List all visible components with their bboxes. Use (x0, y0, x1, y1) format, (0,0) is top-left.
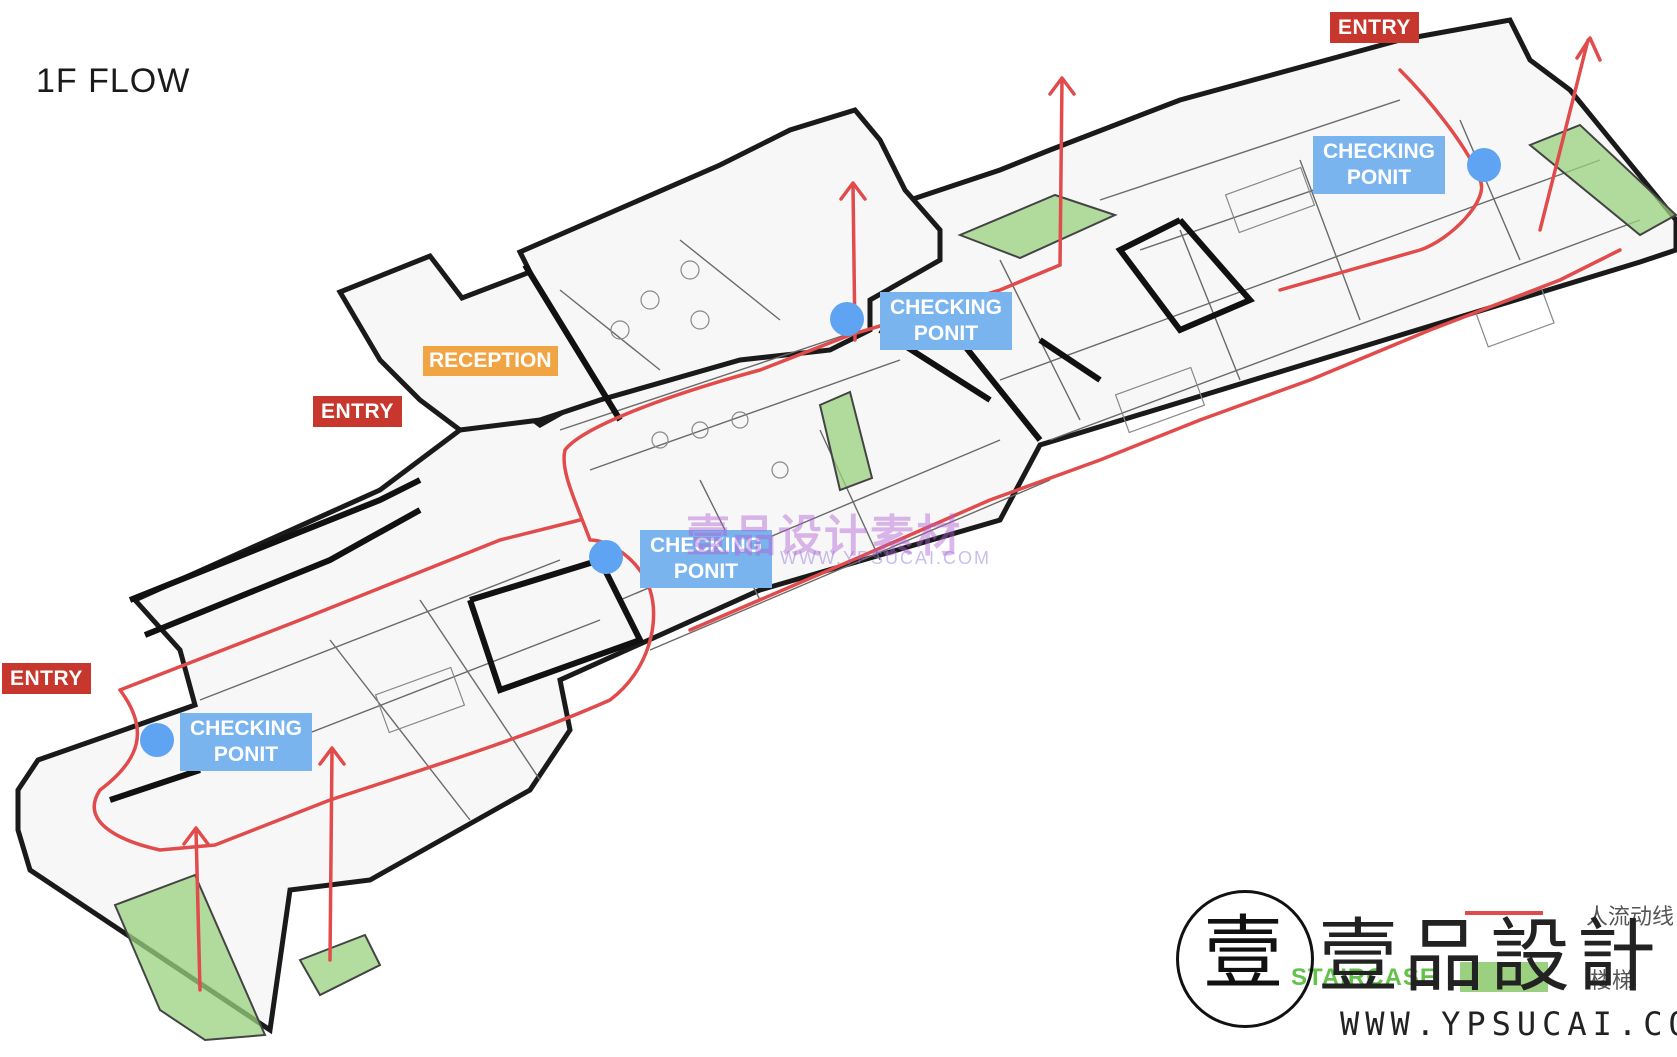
flow-up-5 (328, 748, 334, 962)
checkpoint-label-4: CHECKING PONIT (1313, 136, 1446, 194)
staircase-atrium (818, 390, 874, 492)
entry-label-north: ENTRY (313, 396, 402, 427)
checkpoint-label-3-line1: CHECKING (890, 296, 1003, 319)
checkpoint-label-1-line1: CHECKING (190, 717, 303, 740)
flow-up-1 (1058, 78, 1064, 267)
checkpoint-label-4-line2: PONIT (1346, 166, 1412, 189)
watermark-url: WWW.YPSUCAI.COM (780, 548, 991, 568)
checkpoint-marker-3 (830, 302, 864, 336)
flow-up-3 (1538, 38, 1590, 232)
page-title: 1F FLOW (36, 62, 191, 100)
flow-arrowheads (182, 36, 1602, 846)
checkpoint-label-3-line2: PONIT (913, 322, 979, 345)
flow-upper (118, 518, 582, 692)
logo-emblem-glyph: 壹 (1203, 907, 1283, 1000)
checkpoint-marker-4 (1467, 148, 1501, 182)
legend-flow-line (1465, 911, 1543, 915)
staircase-areas (113, 123, 1677, 1042)
legend-staircase-label: STAIRCASE (1291, 964, 1437, 991)
legend-flow-label: 人流动线 (1586, 905, 1675, 930)
flow-main-east (688, 248, 1622, 632)
flow-up-4 (194, 828, 202, 992)
staircase-south (298, 933, 382, 997)
flow-lines (92, 38, 1622, 992)
entry-label-northeast: ENTRY (1330, 12, 1419, 43)
logo-name: 壹品設計 (1318, 910, 1662, 1003)
legend-stair-label: 楼梯 (1590, 969, 1635, 994)
watermark-text: 壹品设计素材 (686, 511, 962, 562)
checkpoint-marker-2 (589, 540, 623, 574)
checkpoint-label-3: CHECKING PONIT (880, 292, 1013, 350)
entry-label-west: ENTRY (2, 663, 91, 694)
logo-url: WWW.YPSUCAI.COM (1340, 1005, 1677, 1043)
checkpoint-label-4-line1: CHECKING (1323, 140, 1436, 163)
checkpoint-label-2-line1: CHECKING (650, 534, 763, 557)
checkpoint-label-1: CHECKING PONIT (180, 713, 313, 771)
checkpoint-label-2-line2: PONIT (673, 560, 739, 583)
checkpoint-marker-1 (140, 723, 174, 757)
logo-emblem (1176, 890, 1314, 1028)
checkpoint-label-1-line2: PONIT (213, 743, 279, 766)
staircase-southwest (113, 873, 267, 1042)
checkpoint-label-2: CHECKING PONIT (640, 530, 773, 588)
staircase-center (957, 193, 1118, 260)
legend-stair-swatch (1460, 962, 1548, 992)
reception-label: RECEPTION (423, 346, 558, 376)
flow-west (92, 263, 1062, 852)
main-slab (15, 17, 1677, 1035)
